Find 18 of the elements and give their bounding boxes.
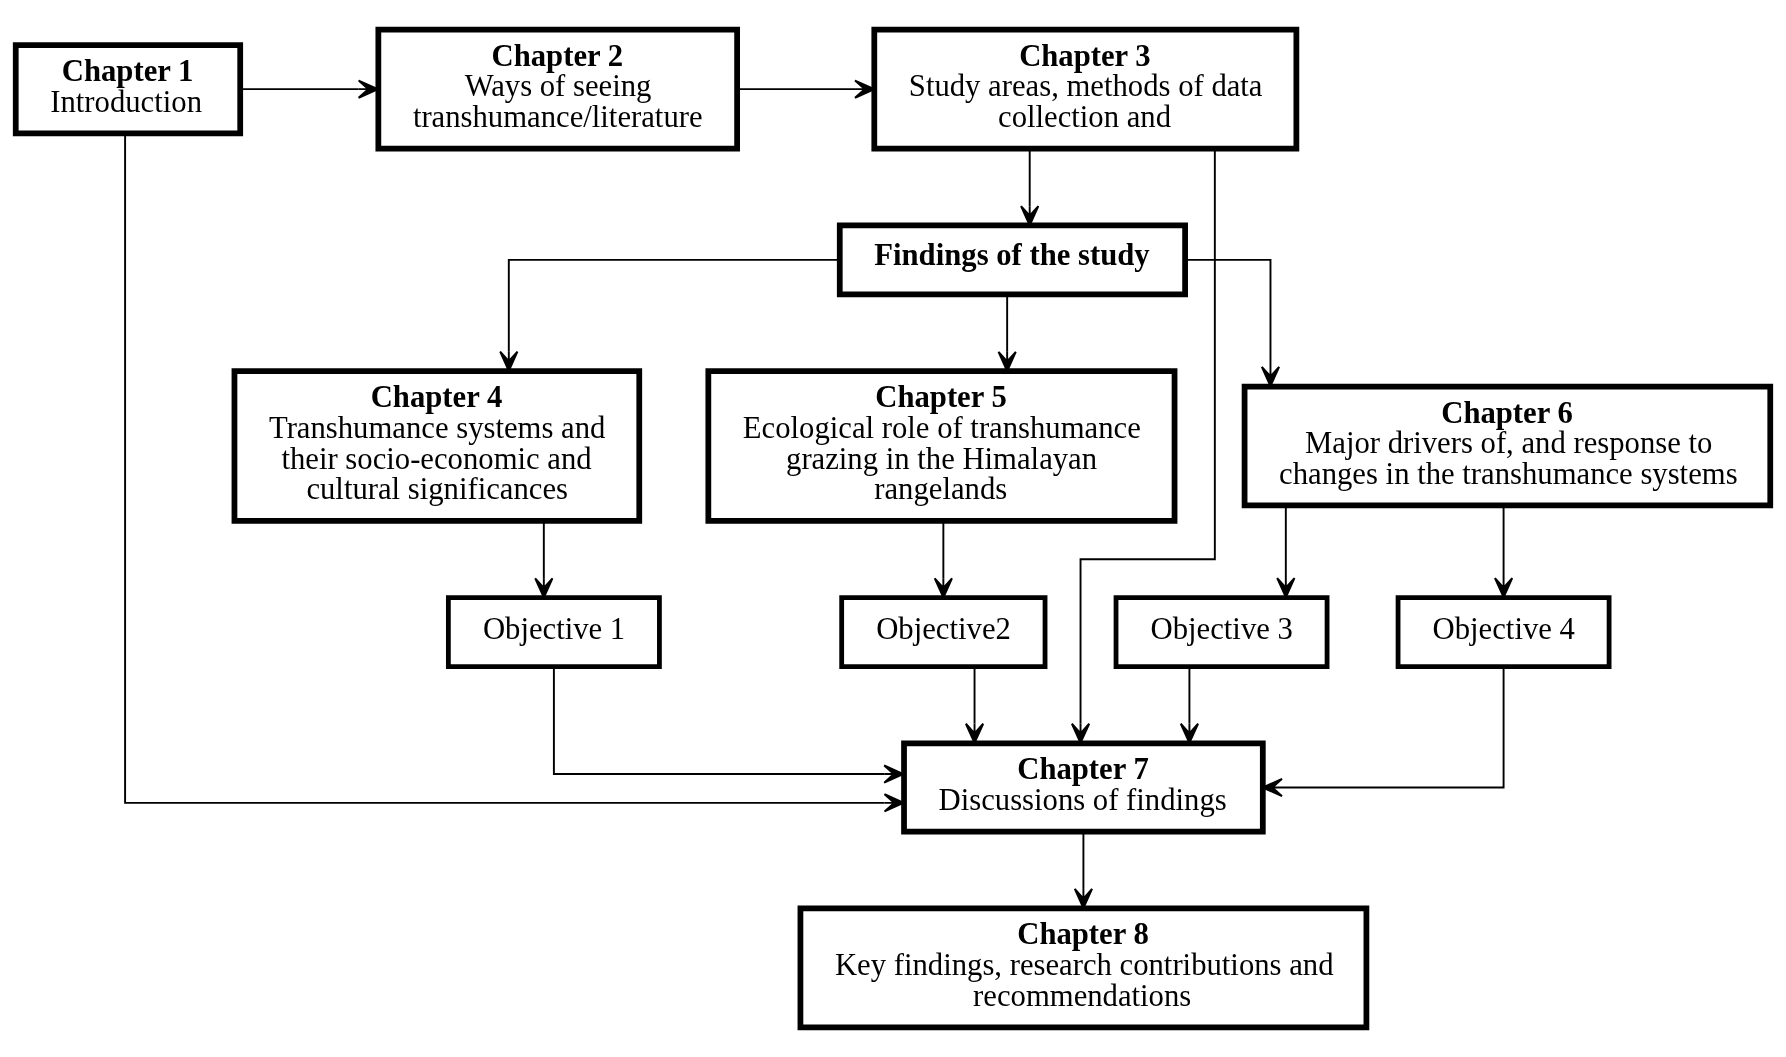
node-box: Chapter 7 Discussions of findings xyxy=(901,740,1266,835)
node-box: Chapter 2 Ways of seeing transhumance/literature xyxy=(375,26,740,152)
node-box: Chapter 5 Ecological role of transhumance grazing in the Himalayan rangelands xyxy=(705,368,1178,524)
node-box: Chapter 8 Key findings, research contributions and recommendations xyxy=(797,905,1370,1031)
node-box: Chapter 4 Transhumance systems and their socio-economic and cultural significances xyxy=(231,368,643,524)
arrow xyxy=(552,666,905,784)
node-box: Objective 3 xyxy=(1113,595,1330,670)
node-box: Objective 1 xyxy=(445,595,662,670)
node-box: Objective 4 xyxy=(1395,595,1612,670)
arrow xyxy=(1179,666,1199,744)
arrow xyxy=(964,666,985,744)
node-box: Findings of the study xyxy=(836,222,1188,298)
node-box: Chapter 3 Study areas, methods of data collection and xyxy=(871,26,1300,152)
arrow xyxy=(534,520,554,599)
node-box: Objective2 xyxy=(839,595,1048,670)
node-box: Chapter 6 Major drivers of, and response to changes in the transhumance systems xyxy=(1241,383,1774,509)
node-box: Chapter 1 Introduction xyxy=(12,42,244,137)
arrow xyxy=(933,520,953,599)
